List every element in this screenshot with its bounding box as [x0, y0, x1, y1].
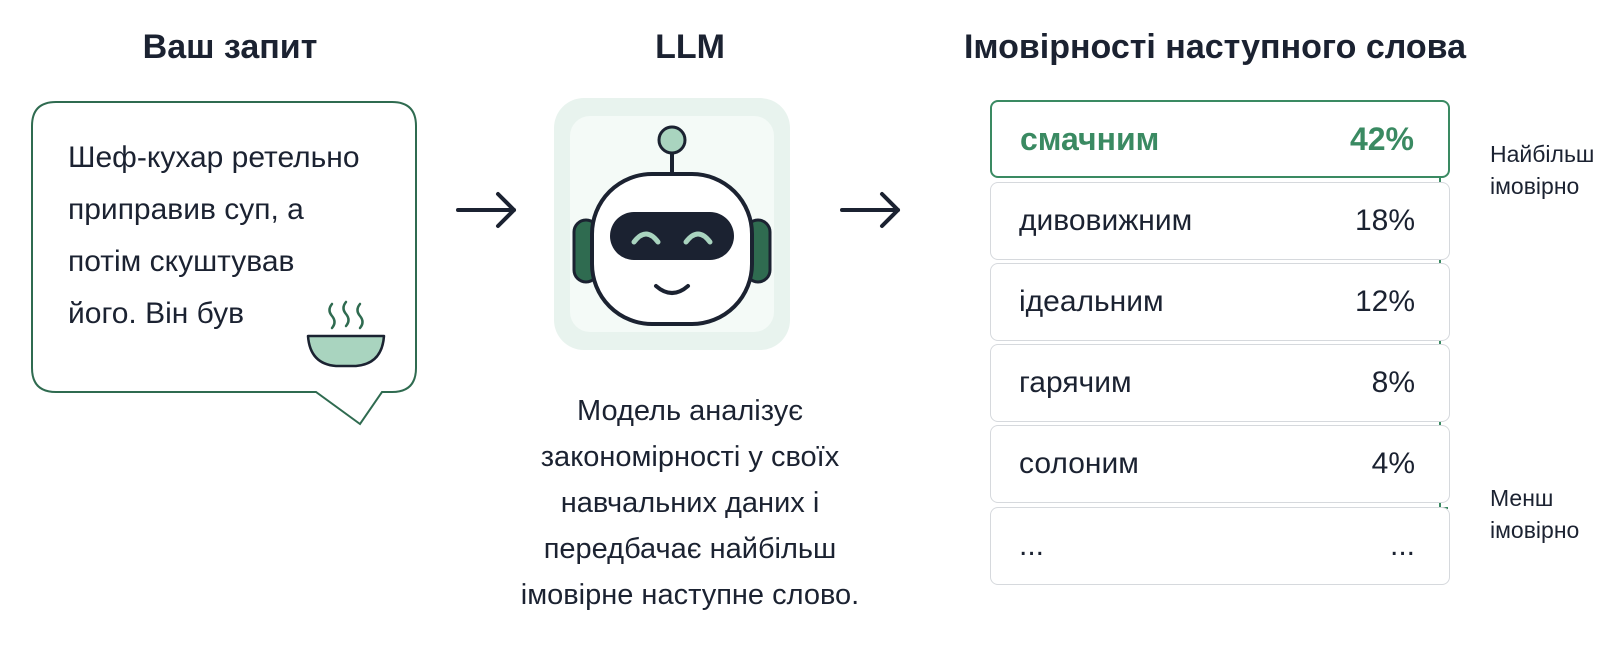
robot-icon [554, 98, 790, 350]
candidate-prob: ... [1389, 529, 1415, 562]
prompt-line: потім скуштував [68, 245, 295, 278]
candidate-word: солоним [1019, 447, 1139, 480]
candidate-word: дивовижним [1019, 204, 1193, 237]
candidate-word: смачним [1020, 120, 1160, 157]
prompt-line: приправив суп, а [68, 193, 304, 226]
least-likely-label: Менш імовірно [1490, 482, 1579, 546]
candidate-row: ідеальним 12% [990, 263, 1450, 341]
probabilities-heading: Імовірності наступного слова [963, 28, 1467, 66]
candidate-prob: 12% [1354, 285, 1415, 318]
candidate-prob: 18% [1354, 204, 1415, 237]
caption-line: закономірності у своїх [540, 441, 840, 473]
label-line: Найбільш [1490, 141, 1595, 167]
label-line: Менш [1490, 485, 1554, 511]
candidate-row: дивовижним 18% [990, 182, 1450, 260]
caption-line: передбачає найбільш [543, 533, 837, 565]
llm-caption: Модель аналізує закономірності у своїх н… [490, 388, 890, 618]
candidate-row-top: смачним 42% [990, 100, 1450, 178]
caption-line: Модель аналізує [576, 395, 804, 427]
label-line: імовірно [1490, 517, 1580, 543]
prompt-line: його. Він був [68, 297, 245, 330]
candidate-prob: 8% [1371, 366, 1415, 399]
candidate-word: гарячим [1019, 366, 1132, 399]
label-line: імовірно [1490, 173, 1580, 199]
candidate-row: гарячим 8% [990, 344, 1450, 422]
soup-bowl-icon [306, 300, 386, 368]
prompt-heading: Ваш запит [142, 28, 318, 66]
candidate-word: ідеальним [1019, 285, 1164, 318]
llm-heading: LLM [655, 28, 725, 66]
caption-line: навчальних даних і [560, 487, 820, 519]
candidate-row: ... ... [990, 507, 1450, 585]
prompt-line: Шеф-кухар ретельно [68, 141, 360, 174]
caption-line: імовірне наступне слово. [520, 579, 860, 611]
candidate-prob: 4% [1371, 447, 1415, 480]
candidate-row: солоним 4% [990, 425, 1450, 503]
arrow-right-icon [840, 192, 900, 228]
most-likely-label: Найбільш імовірно [1490, 138, 1594, 202]
arrow-right-icon [456, 192, 516, 228]
candidate-word: ... [1019, 529, 1045, 562]
prompt-text: Шеф-кухар ретельно приправив суп, а поті… [68, 132, 408, 340]
candidate-prob: 42% [1349, 120, 1414, 157]
